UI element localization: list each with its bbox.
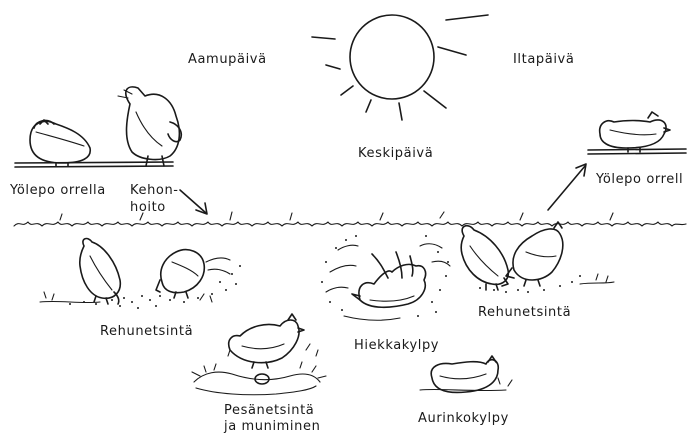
midday-label: Keskipäivä [358,146,433,161]
sun-icon [312,15,488,120]
dustbath-group [321,235,450,320]
nesting-group [192,314,326,395]
foraging-left-label: Rehunetsintä [100,324,193,339]
foraging-right-group [461,222,614,293]
sun-ray [366,100,371,112]
ground-grass-line [14,212,686,226]
arrow-down-to-ground [180,190,207,214]
right-perch [588,112,686,154]
grass-tufts [580,274,614,284]
sun-ray [399,103,402,120]
nest-straw [192,362,326,395]
dust-swirls [326,244,450,320]
sunbath-label: Aurinkokylpy [418,411,509,426]
nesting-label-line1: Pesänetsintä [224,403,314,418]
resting-hen-icon [30,120,90,166]
foraging-hen-icon [461,226,508,290]
preening-label-line2: hoito [130,200,166,215]
preening-hen-icon [118,87,181,166]
foraging-hen-icon [80,239,121,304]
perch-right-label: Yölepo orrell [596,172,683,187]
sun-ray [341,86,353,95]
sun-ray [312,37,335,39]
resting-hen-icon [600,112,670,152]
sun-disc [350,15,434,99]
arrow-up-to-perch [548,164,586,210]
sun-ray [424,91,446,108]
dustbathing-hen-icon [352,252,426,307]
perch-bar [15,162,173,167]
foraging-hen-icon [156,250,230,298]
foraging-left-group [40,239,241,309]
dustbath-label: Hiekkakylpy [354,338,439,353]
foraging-hen-icon [506,222,563,286]
preening-label-line1: Kehon- [130,183,179,198]
nesting-label-line2: ja muniminen [224,419,320,434]
sun-ray [438,47,466,55]
perch-left-label: Yölepo orrella [10,183,106,198]
evening-label: Iltapäivä [513,52,574,67]
nesting-hen-icon [229,314,304,368]
foraging-right-label: Rehunetsintä [478,305,571,320]
perch-bar [588,149,686,154]
sun-ray [326,65,340,69]
dust-particles [321,235,449,317]
left-perch [15,87,181,167]
sunbath-group [420,356,512,392]
morning-label: Aamupäivä [188,52,267,67]
sun-ray [446,15,488,20]
sunbathing-hen-icon [431,356,498,392]
